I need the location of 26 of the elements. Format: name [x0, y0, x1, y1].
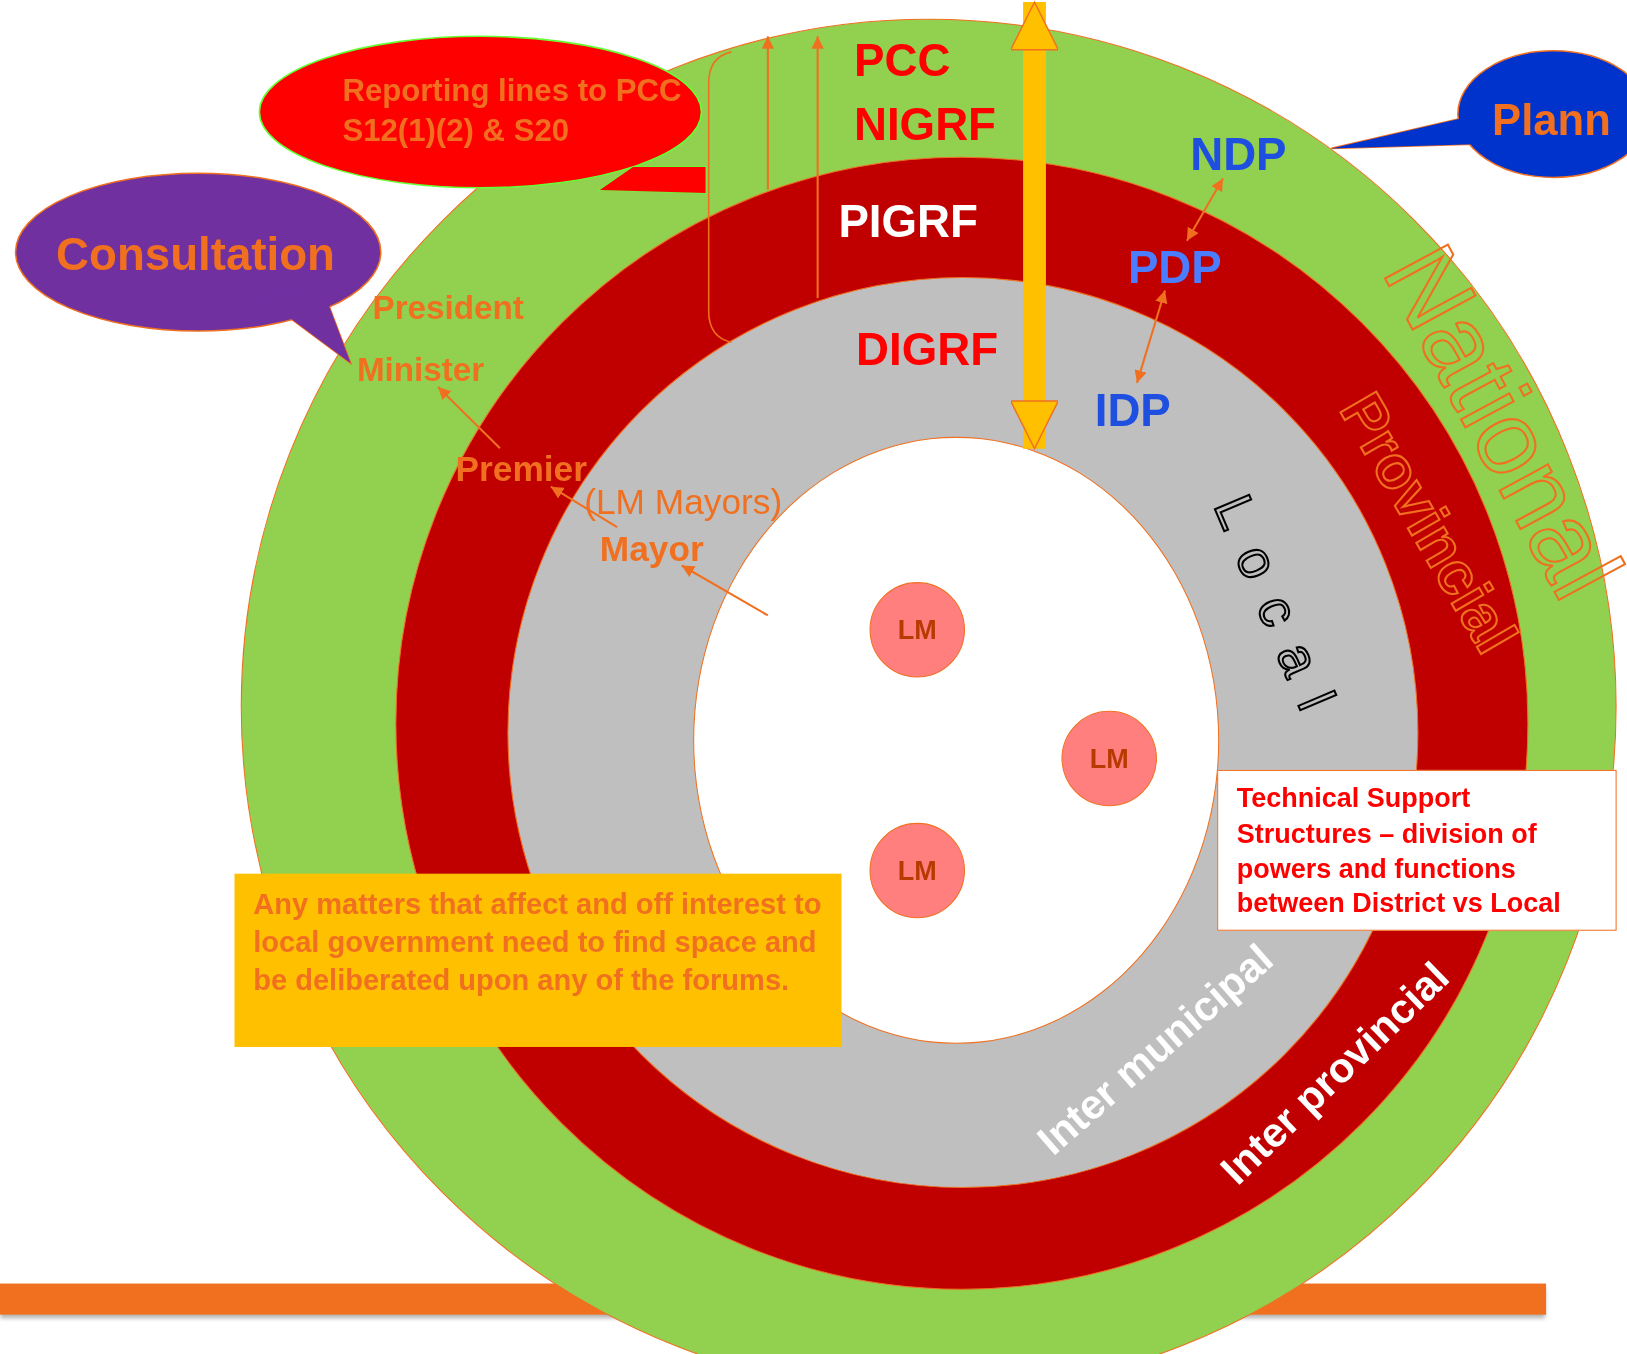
- lm-circle: LM: [869, 822, 965, 919]
- bubble-text: Reporting lines to PCC S12(1)(2) & S20: [342, 71, 683, 150]
- forum-label: DIGRF: [856, 324, 999, 375]
- plan-label: NDP: [1190, 129, 1287, 180]
- forum-label: NIGRF: [853, 99, 996, 150]
- arrow: [1134, 290, 1168, 384]
- forum-label: PCC: [853, 35, 951, 86]
- lm-circle: LM: [1061, 710, 1157, 807]
- arrow: [681, 564, 769, 617]
- role-label: Premier: [455, 450, 587, 490]
- arrow: [437, 386, 501, 449]
- arrow: [550, 485, 618, 528]
- bubble-text: Plann: [1492, 94, 1611, 147]
- arrow: [811, 36, 824, 299]
- lm-mayors-label: (LM Mayors): [584, 482, 783, 522]
- role-label: Mayor: [599, 530, 704, 570]
- lm-circle: LM: [869, 582, 965, 678]
- role-label: President: [372, 289, 524, 326]
- forum-label: PIGRF: [838, 196, 978, 247]
- plan-label: PDP: [1127, 242, 1222, 293]
- arrow: [761, 36, 775, 190]
- role-label: Minister: [356, 351, 485, 389]
- double-arrow: [1009, 1, 1060, 450]
- plan-label: IDP: [1094, 386, 1171, 437]
- bubble-text: Consultation: [56, 227, 335, 282]
- arrow: [1186, 177, 1224, 242]
